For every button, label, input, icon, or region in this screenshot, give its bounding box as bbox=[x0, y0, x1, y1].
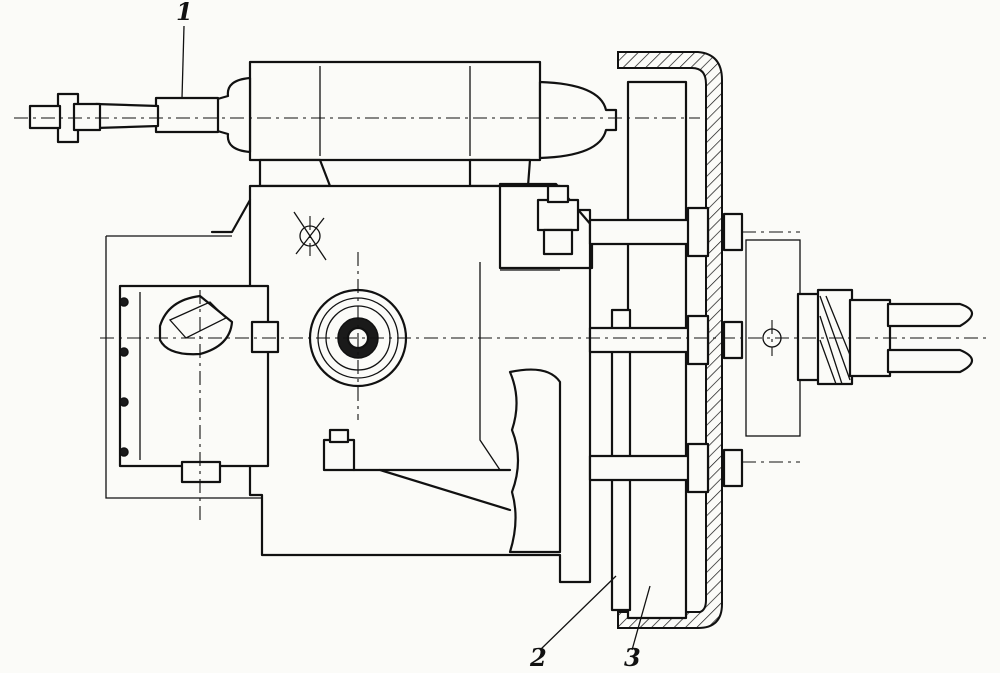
bottom-bolt bbox=[322, 428, 356, 472]
top-shaft-housing bbox=[212, 60, 618, 188]
callout-1: 1 bbox=[176, 0, 193, 26]
top-bolt bbox=[536, 184, 580, 256]
side-cover-box bbox=[118, 284, 280, 484]
outline-guides bbox=[105, 235, 263, 555]
left-spindle-assembly bbox=[28, 92, 220, 144]
callout-3: 3 bbox=[624, 643, 641, 672]
hatched-housing-cover bbox=[617, 51, 723, 629]
flange-bolts bbox=[588, 206, 744, 494]
callout-2: 2 bbox=[530, 643, 547, 672]
broken-section bbox=[352, 368, 562, 554]
callout-leaders bbox=[181, 25, 651, 651]
center-lines bbox=[14, 117, 990, 520]
